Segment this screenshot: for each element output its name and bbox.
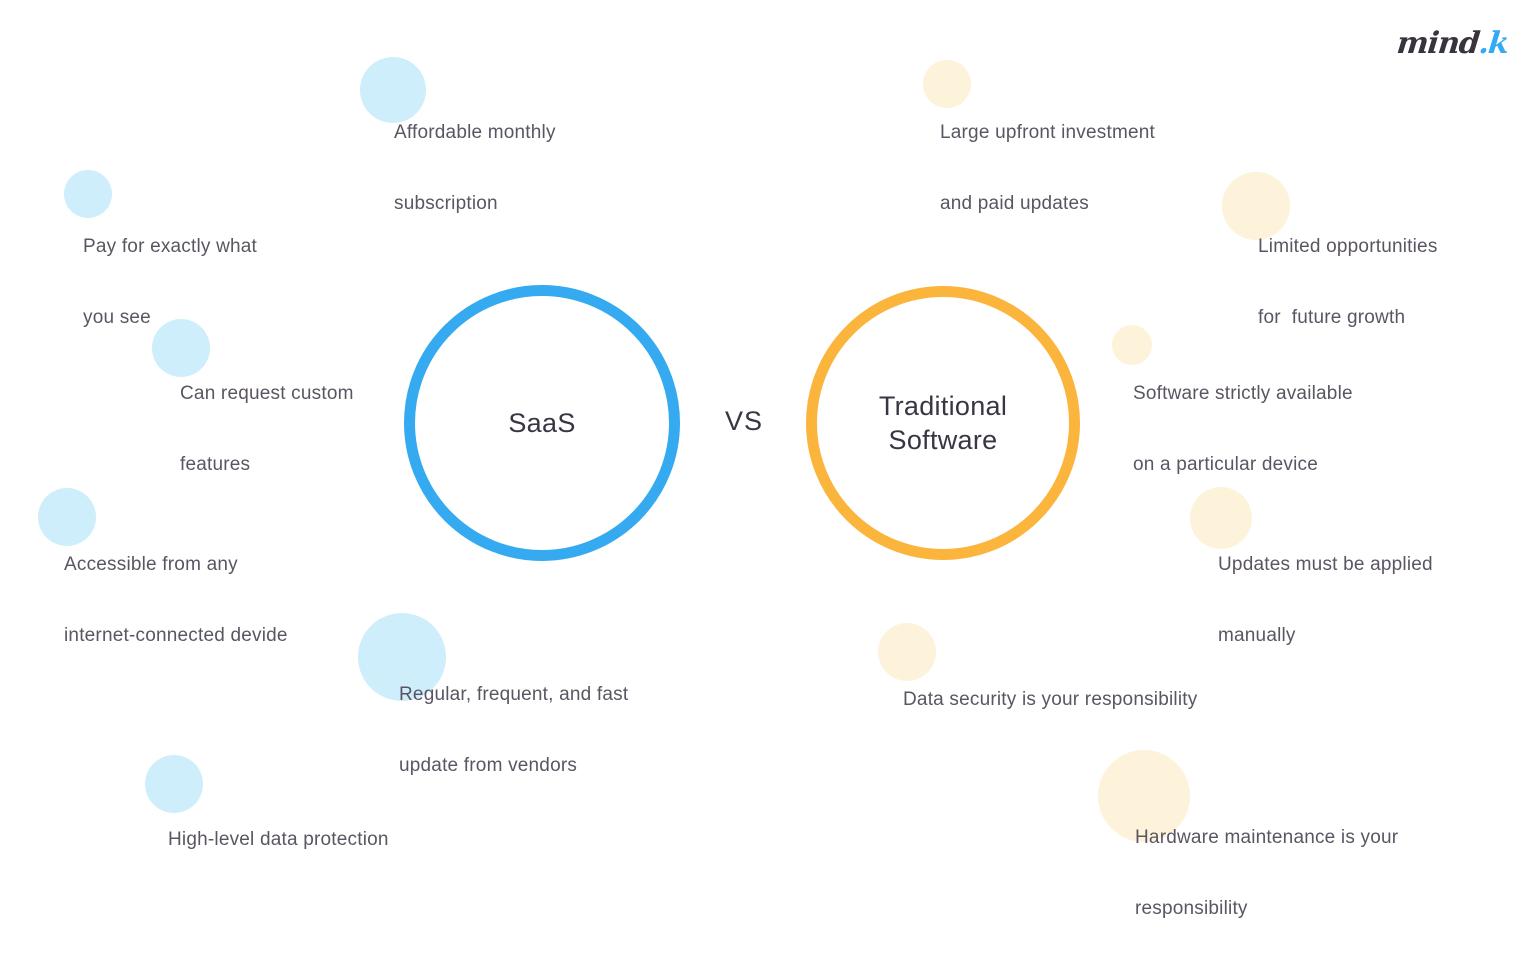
bullet-circle (145, 755, 203, 813)
item-text-line: Can request custom (180, 383, 354, 404)
bullet-circle (923, 60, 971, 108)
item-text-line: Software strictly available (1133, 383, 1353, 404)
item-text-line: you see (83, 306, 151, 328)
trad-item-particular-device: Software strictly available on a particu… (1133, 335, 1353, 523)
item-text-line: and paid updates (940, 192, 1089, 214)
item-text-line: subscription (394, 192, 498, 214)
bullet-circle (1112, 325, 1152, 365)
bullet-circle (1190, 487, 1252, 549)
logo-text-accent: .k (1476, 26, 1510, 61)
trad-item-data-security: Data security is your responsibility (903, 641, 1197, 759)
item-text-line: manually (1218, 624, 1296, 646)
item-text-line: Pay for exactly what (83, 236, 258, 257)
traditional-label-line2: Software (888, 425, 998, 455)
saas-item-pay-what-you-see: Pay for exactly what you see (83, 188, 257, 376)
trad-item-manual-updates: Updates must be applied manually (1218, 506, 1433, 694)
item-text-line: for future growth (1258, 306, 1406, 328)
item-text-line: High-level data protection (168, 829, 389, 850)
vs-label: VS (724, 406, 764, 436)
item-text-line: responsibility (1135, 897, 1248, 919)
bullet-circle (878, 623, 936, 681)
bullet-circle (360, 57, 426, 123)
infographic-canvas: mind.k SaaS VS Traditional Software Affo… (38, 26, 1510, 919)
trad-item-hardware-maintenance: Hardware maintenance is your responsibil… (1135, 779, 1398, 967)
traditional-label-line1: Traditional (878, 391, 1008, 421)
trad-item-limited-growth: Limited opportunities for future growth (1258, 188, 1438, 376)
saas-item-data-protection: High-level data protection (168, 781, 389, 899)
item-text-line: internet-connected devide (64, 624, 288, 646)
bullet-circle (152, 319, 210, 377)
item-text-line: on a particular device (1133, 453, 1319, 475)
logo-text-dark: mind (1394, 26, 1481, 61)
item-text-line: Limited opportunities (1258, 236, 1438, 257)
saas-item-accessible-anywhere: Accessible from any internet-connected d… (64, 506, 288, 694)
trad-item-upfront-investment: Large upfront investment and paid update… (940, 74, 1155, 262)
saas-circle: SaaS (404, 285, 680, 561)
bullet-circle (1222, 172, 1290, 240)
traditional-circle-label: Traditional Software (879, 389, 1007, 457)
item-text-line: Updates must be applied (1218, 554, 1433, 575)
bullet-circle (38, 488, 96, 546)
item-text-line: Accessible from any (64, 554, 238, 575)
bullet-circle (64, 170, 112, 218)
item-text-line: Large upfront investment (940, 122, 1155, 143)
item-text-line: update from vendors (399, 754, 578, 776)
saas-circle-label: SaaS (508, 408, 576, 438)
traditional-software-circle: Traditional Software (806, 286, 1080, 560)
saas-item-affordable-subscription: Affordable monthly subscription (394, 74, 556, 262)
item-text-line: Affordable monthly (394, 122, 556, 143)
item-text-line: Hardware maintenance is your (1135, 827, 1399, 848)
bullet-circle (358, 613, 446, 701)
item-text-line: features (180, 453, 251, 475)
item-text-line: Data security is your responsibility (903, 689, 1198, 710)
saas-item-custom-features: Can request custom features (180, 335, 354, 523)
saas-item-frequent-updates: Regular, frequent, and fast update from … (399, 636, 628, 824)
mindk-logo: mind.k (1395, 26, 1510, 61)
item-text-line: Regular, frequent, and fast (399, 684, 629, 705)
bullet-circle (1098, 750, 1190, 842)
